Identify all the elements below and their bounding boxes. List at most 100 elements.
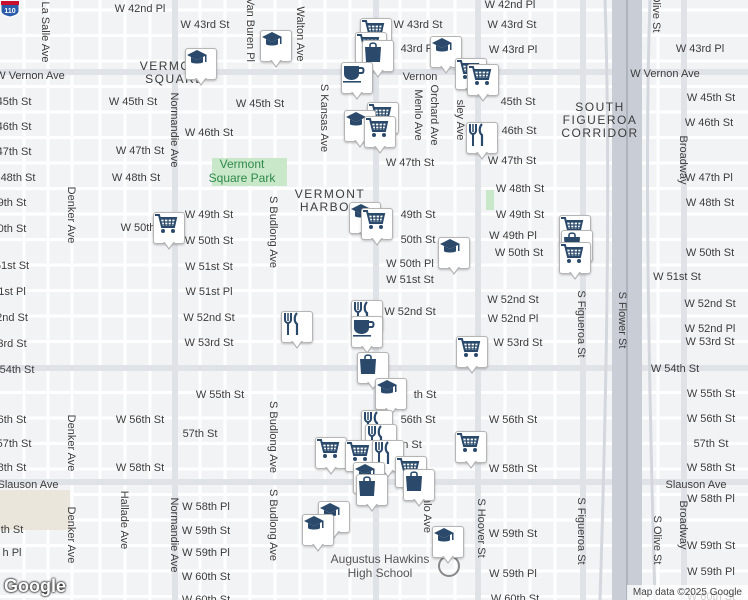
avenue-label: sley Ave (454, 100, 466, 141)
street-label: W 52nd Pl (685, 323, 736, 335)
avenue-label: S Flower St (616, 292, 628, 349)
school-marker[interactable] (432, 526, 464, 566)
shopping-cart-icon (315, 437, 347, 469)
school-marker[interactable] (302, 514, 334, 554)
street-label: W 50th Pl (386, 258, 434, 270)
street-label: W 60th St (182, 594, 230, 600)
street-label: W 60th St (182, 571, 230, 583)
street-label: W 58th St (687, 462, 735, 474)
street-label: W 46th St (185, 127, 233, 139)
street-label: 49th St (401, 209, 436, 221)
shopping-marker[interactable] (362, 40, 394, 80)
district-labels: VERMONTSQUAREVERMONTHARBORSOUTHFIGUEROAC… (140, 59, 637, 214)
shopping-marker[interactable] (357, 352, 389, 392)
cafe-marker[interactable] (351, 316, 383, 356)
street-label: W 51st St (386, 274, 434, 286)
coffee-cup-icon (351, 316, 383, 348)
marker-pointer (312, 543, 324, 552)
shopping-cart-icon (361, 208, 393, 240)
shopping-bag-icon (403, 469, 435, 501)
street-label: W 46th St (685, 117, 733, 129)
street-label: W 56th St (116, 414, 164, 426)
shopping-marker[interactable] (356, 474, 388, 514)
street-label: 54th St (0, 364, 34, 376)
school-icon (375, 378, 407, 410)
avenue-label: Walton Ave (294, 6, 306, 61)
street-label: W 47th St (116, 145, 164, 157)
park-name: Vermont (220, 157, 265, 171)
street-label: W 58th St (489, 463, 537, 475)
street-label: 47th St (0, 146, 31, 158)
marker-pointer (477, 93, 489, 102)
vermont-square-park-area[interactable] (212, 158, 287, 186)
street-label: W 55th St (687, 388, 735, 400)
school-marker[interactable] (430, 36, 462, 76)
district-label: HARBOR (300, 200, 360, 214)
restaurant-marker[interactable] (281, 311, 313, 351)
street-label: W 59th St (182, 525, 230, 537)
street-label: W 50th St (185, 235, 233, 247)
street-label: W Vernon Ave (0, 70, 65, 82)
map-attribution[interactable]: Map data ©2025 Google (626, 585, 748, 600)
street-label: 57th St (0, 438, 31, 450)
avenue-label: Normandie Ave (168, 92, 180, 167)
grocery-marker[interactable] (153, 212, 185, 252)
street-label: W 43rd St (394, 19, 443, 31)
street-label: th St (1, 524, 24, 536)
grocery-marker[interactable] (315, 437, 347, 477)
park-name: Square Park (209, 171, 277, 185)
avenue-label: S Budlong Ave (267, 196, 279, 268)
grocery-marker[interactable] (361, 208, 393, 248)
avenue-label: Menlo Ave (412, 89, 424, 140)
street-label: 46th St (502, 125, 537, 137)
street-label: W 51st St (653, 271, 701, 283)
marker-pointer (476, 151, 488, 160)
grocery-marker[interactable] (559, 242, 591, 282)
cafe-marker[interactable] (341, 62, 373, 102)
shopping-marker[interactable] (403, 469, 435, 509)
avenue-label: S Budlong Ave (267, 489, 279, 561)
street-label: W 45th St (687, 92, 735, 104)
street-label: 6th St (0, 414, 26, 426)
street-label: W 59th Pl (687, 566, 735, 578)
street-label: n St (402, 439, 422, 451)
grocery-marker[interactable] (455, 431, 487, 471)
school-marker[interactable] (260, 30, 292, 70)
avenue-label: La Salle Ave (39, 2, 51, 63)
avenue-label: Denker Ave (65, 187, 77, 244)
shopping-cart-icon (455, 431, 487, 463)
fork-knife-icon (466, 122, 498, 154)
street-label: 3rd St (0, 338, 27, 350)
grocery-marker[interactable] (364, 116, 396, 156)
school-icon (432, 526, 464, 558)
highway-110-shield-icon: 110 (0, 0, 20, 18)
school-icon (260, 30, 292, 62)
marker-pointer (325, 466, 337, 475)
street-label: W 52nd Pl (488, 313, 539, 325)
street-label: Vernon (403, 71, 438, 83)
street-label: 57th St (183, 428, 218, 440)
street-label: 56th St (401, 414, 436, 426)
street-label: W 56th St (687, 413, 735, 425)
marker-pointer (371, 237, 383, 246)
marker-pointer (413, 498, 425, 507)
street-label: W 51st Pl (185, 286, 232, 298)
marker-pointer (354, 139, 366, 148)
avenue-label: Broadway (677, 136, 689, 185)
grocery-marker[interactable] (467, 64, 499, 104)
street-label: W 50th St (495, 247, 543, 259)
school-marker[interactable] (438, 237, 470, 277)
grocery-marker[interactable] (456, 336, 488, 376)
street-label: W 47th St (386, 157, 434, 169)
street-label: 43rd Pl (401, 43, 436, 55)
avenue-label: Normandie Ave (168, 497, 180, 572)
restaurant-marker[interactable] (466, 122, 498, 162)
street-label: 1st Pl (0, 286, 26, 298)
street-label: W 42nd Pl (115, 3, 166, 15)
school-marker[interactable] (185, 48, 217, 88)
shopping-cart-icon (467, 64, 499, 96)
